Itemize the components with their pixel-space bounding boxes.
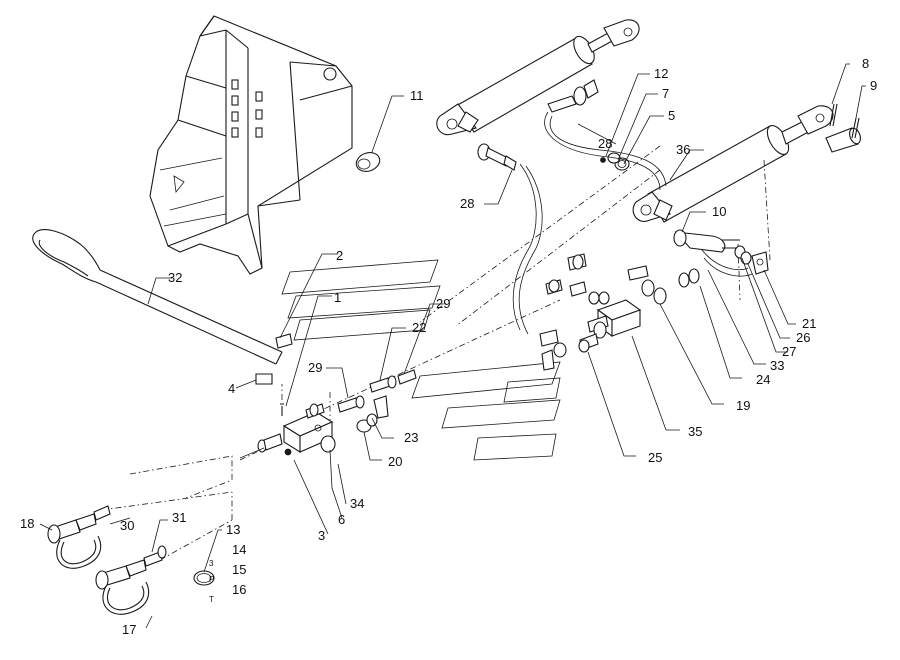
callout-22: 22: [412, 320, 426, 335]
callout-3: 3: [318, 528, 325, 543]
callout-12: 12: [654, 66, 668, 81]
callout-18: 18: [20, 516, 34, 531]
callout-15: 15: [232, 562, 246, 577]
mark-14: 3: [209, 559, 214, 568]
hydraulic-cylinder-upper: [436, 19, 640, 136]
callout-25: 25: [648, 450, 662, 465]
callout-8: 8: [862, 56, 869, 71]
callout-16: 16: [232, 582, 246, 597]
callout-36: 36: [676, 142, 690, 157]
callout-10: 10: [712, 204, 726, 219]
mark-15: P: [209, 575, 214, 584]
seal-ring-13: [193, 570, 215, 586]
callout-31: 31: [172, 510, 186, 525]
assembly-lines: [101, 145, 771, 561]
callout-2: 2: [336, 248, 343, 263]
callout-21: 21: [802, 316, 816, 331]
frame-bracket: [149, 15, 353, 275]
callout-30: 30: [120, 518, 134, 533]
callout-34: 34: [350, 496, 364, 511]
callout-6: 6: [338, 512, 345, 527]
divider-block-6: [282, 411, 336, 453]
callout-23: 23: [404, 430, 418, 445]
callout-19: 19: [736, 398, 750, 413]
callout-labels: 1 2 3 4 5 6 7 8 9 10 11 12 13 14 15 16 1…: [20, 56, 877, 637]
callout-26: 26: [796, 330, 810, 345]
callout-20: 20: [388, 454, 402, 469]
bushing-11: [355, 152, 381, 172]
callout-4: 4: [228, 381, 235, 396]
quick-coupler-18: [47, 505, 111, 569]
pipe-10: [673, 229, 740, 253]
callout-24: 24: [756, 372, 770, 387]
decor-panels: [281, 259, 561, 461]
mark-16: T: [209, 595, 214, 604]
callout-33: 33: [770, 358, 784, 373]
callout-9: 9: [870, 78, 877, 93]
leader-lines: [39, 63, 866, 629]
callout-28-upper: 28: [598, 136, 612, 151]
callout-11: 11: [410, 88, 424, 103]
callout-7: 7: [662, 86, 669, 101]
callout-13: 13: [226, 522, 240, 537]
callout-1: 1: [334, 290, 341, 305]
callout-27: 27: [782, 344, 796, 359]
hydraulic-cylinder-36: [632, 105, 834, 223]
coupler-adapter-31: [143, 545, 167, 567]
callout-29-upper: 29: [436, 296, 450, 311]
callout-5: 5: [668, 108, 675, 123]
fittings-cluster: [239, 245, 769, 459]
callout-29-lower: 29: [308, 360, 322, 375]
callout-35: 35: [688, 424, 702, 439]
callout-14: 14: [232, 542, 246, 557]
quick-coupler-17: [95, 559, 150, 615]
callout-32: 32: [168, 270, 182, 285]
drawbar-32: [32, 229, 283, 365]
hydraulic-hoses: [512, 111, 753, 335]
callout-17: 17: [122, 622, 136, 637]
seal-rings: [600, 152, 630, 171]
clip-8: [829, 103, 860, 139]
callout-28-lower: 28: [460, 196, 474, 211]
fitting-28-lower: [477, 143, 517, 171]
fitting-28-upper: [547, 79, 599, 113]
